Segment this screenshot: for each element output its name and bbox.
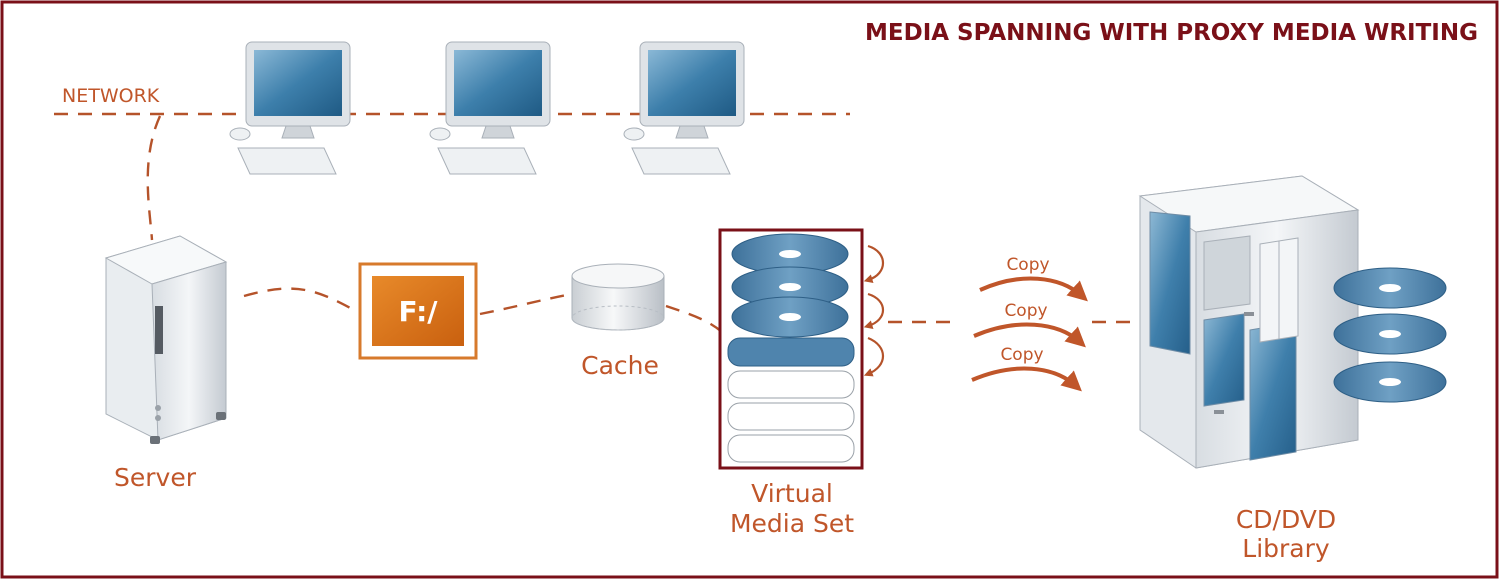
copy-arrow (973, 322, 1086, 348)
copy-arrow (971, 366, 1082, 392)
media-slot-empty (727, 402, 855, 431)
cache-label: Cache (581, 351, 659, 380)
drive-cache-link (479, 292, 573, 316)
span-arrow (863, 244, 885, 283)
disc-stack-icon (731, 233, 849, 338)
cache-cylinder-icon (571, 263, 665, 331)
workstation-icon (229, 41, 351, 175)
copy-label: Copy (1004, 301, 1047, 321)
media-slot-empty (727, 434, 855, 463)
drive-label: F:/ (398, 295, 438, 328)
media-slot-filled (727, 337, 855, 367)
copy-label: Copy (1006, 255, 1049, 275)
drive-icon (358, 262, 478, 360)
workstation-icon (623, 41, 745, 175)
server-tower-icon (104, 235, 228, 444)
network-label: NETWORK (62, 85, 160, 107)
server-label: Server (114, 463, 197, 492)
copy-label: Copy (1000, 345, 1043, 365)
library-label-line1: CD/DVD (1236, 505, 1336, 534)
media-slot-empty (727, 370, 855, 399)
span-arrow (863, 336, 885, 377)
workstation-icon (429, 41, 551, 175)
server-drive-link (243, 287, 359, 314)
span-arrow (863, 292, 885, 329)
cache-vms-link (665, 304, 723, 333)
virtual-media-set-label-line2: Media Set (730, 509, 854, 538)
diagram-title: MEDIA SPANNING WITH PROXY MEDIA WRITING (865, 20, 1478, 46)
disc-stack-icon (1333, 267, 1447, 403)
media-library-icon (1138, 175, 1360, 469)
library-label-line2: Library (1242, 534, 1330, 563)
virtual-media-set-label-line1: Virtual (751, 479, 833, 508)
copy-arrow (979, 276, 1088, 302)
